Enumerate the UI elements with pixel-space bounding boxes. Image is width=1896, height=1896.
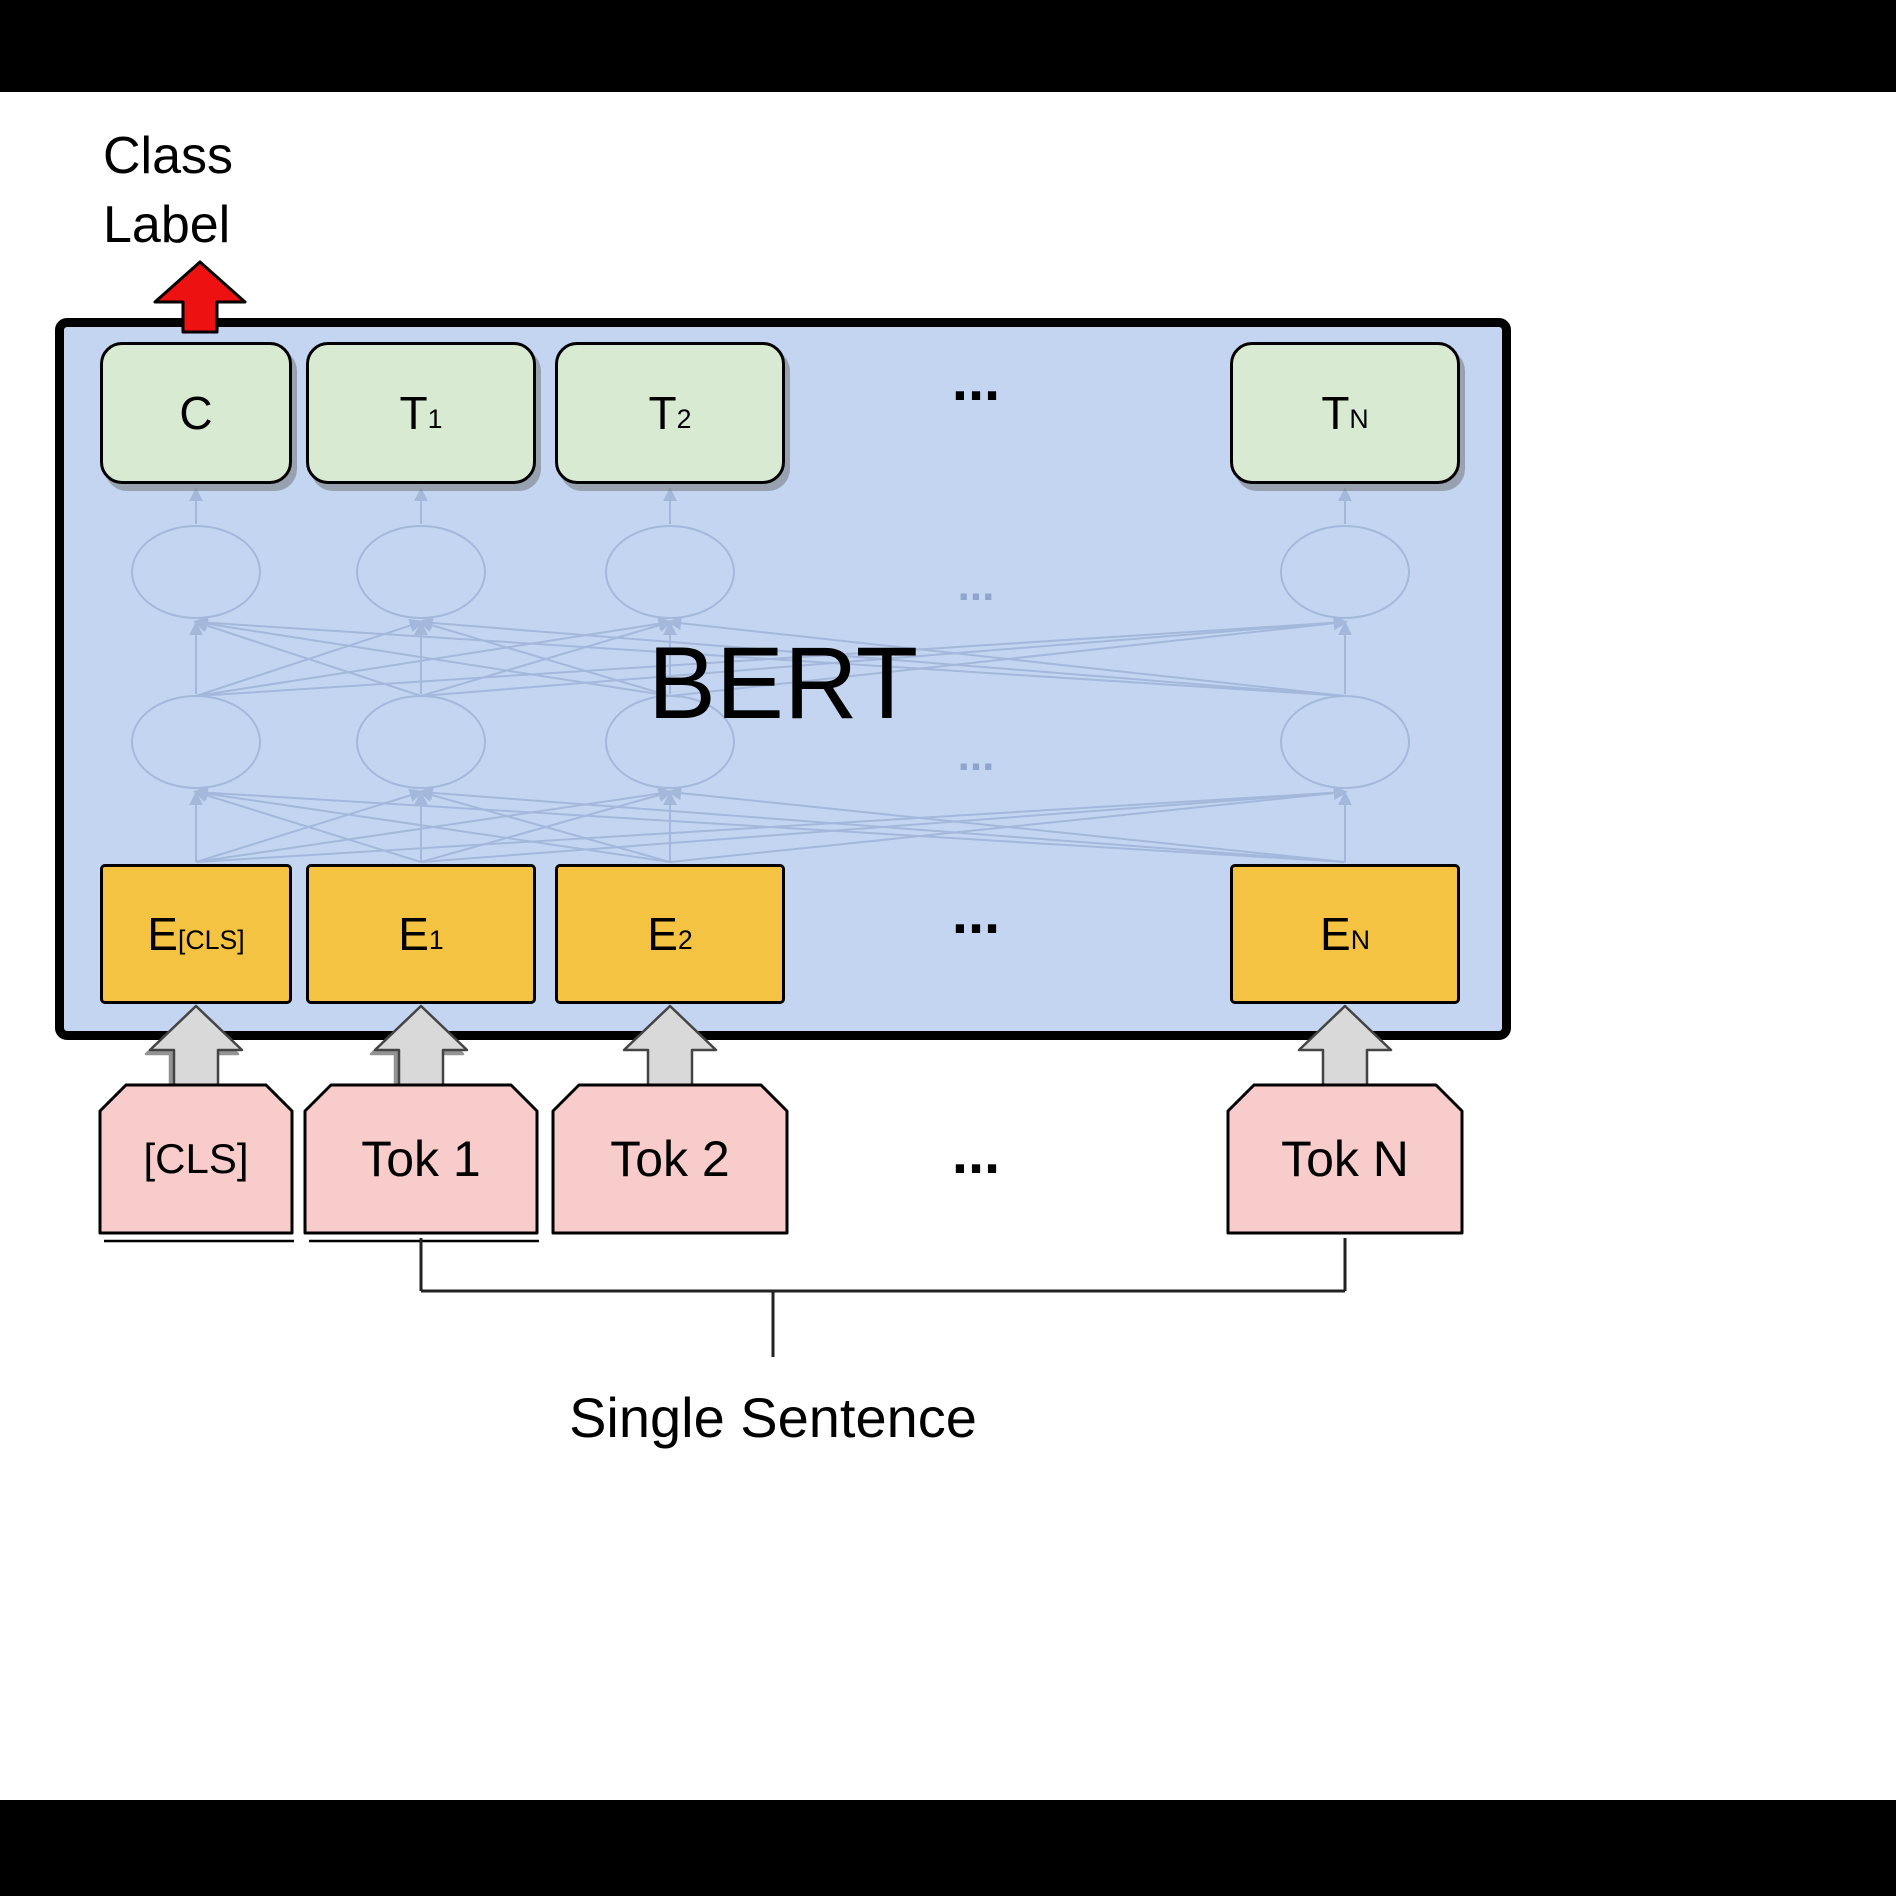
- class-label-line1: Class: [103, 127, 234, 185]
- class-label: Class Label: [103, 122, 233, 259]
- embedding-label-en: E: [1320, 908, 1351, 960]
- output-sub-t1: 1: [427, 404, 443, 435]
- embedding-sub-cls: [CLS]: [177, 925, 245, 956]
- letterbox-bottom: [0, 1800, 1896, 1896]
- output-label-t2: T: [648, 387, 677, 439]
- output-box-c: C: [100, 342, 292, 484]
- output-label-c: C: [179, 387, 213, 439]
- embedding-label-cls: E: [147, 908, 178, 960]
- output-label-tn: T: [1321, 387, 1350, 439]
- outputs-ellipsis: ...: [951, 348, 1001, 413]
- embedding-sub-en: N: [1350, 925, 1370, 956]
- token-label-tok1: Tok 1: [361, 1131, 481, 1187]
- embedding-sub-e2: 2: [677, 925, 693, 956]
- output-sub-tn: N: [1349, 404, 1369, 435]
- token-label-tokn: Tok N: [1281, 1131, 1409, 1187]
- hidden-ellipsis-upper: ...: [957, 561, 995, 610]
- bert-title: BERT: [647, 626, 919, 740]
- token-label-cls: [CLS]: [143, 1135, 249, 1182]
- embedding-box-cls: E[CLS]: [100, 864, 292, 1004]
- embedding-label-e1: E: [398, 908, 429, 960]
- single-sentence-bracket: [419, 1238, 1347, 1357]
- class-label-line2: Label: [103, 195, 231, 254]
- letterbox-top: [0, 0, 1896, 92]
- output-label-t1: T: [399, 387, 428, 439]
- embedding-sub-e1: 1: [428, 925, 444, 956]
- token-label-tok2: Tok 2: [610, 1131, 730, 1187]
- tokens-ellipsis: ...: [951, 1121, 1001, 1186]
- hidden-ellipsis-lower: ...: [957, 731, 995, 780]
- embeddings-ellipsis: ...: [951, 881, 1001, 946]
- single-sentence-caption: Single Sentence: [569, 1386, 977, 1449]
- output-sub-t2: 2: [676, 404, 692, 435]
- embedding-label-e2: E: [647, 908, 678, 960]
